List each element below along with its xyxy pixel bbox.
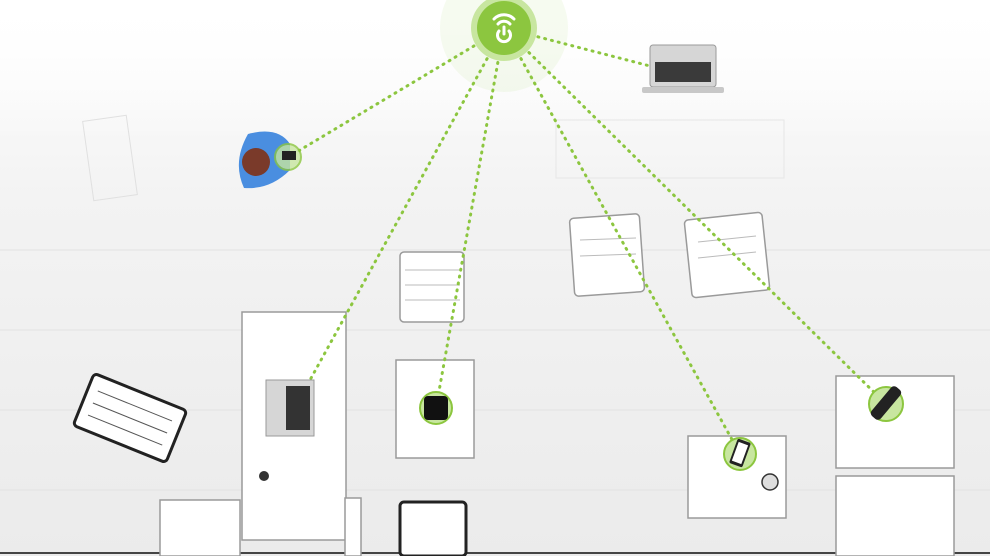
router-hub[interactable] — [440, 0, 568, 92]
chair-top-1 — [568, 213, 646, 297]
person-with-phone[interactable] — [238, 131, 302, 189]
mouse — [259, 471, 269, 481]
link-laptop-desk — [308, 26, 506, 382]
cabinet-left — [159, 499, 241, 556]
connection-lines — [288, 26, 888, 456]
chair-top-2 — [683, 211, 771, 299]
remote-icon — [870, 386, 902, 420]
shelf-right-bottom — [835, 475, 955, 556]
laptop-on-desk[interactable] — [265, 379, 315, 437]
chair-center — [399, 251, 465, 323]
remote-control[interactable] — [868, 385, 904, 422]
cabinet-mid — [344, 497, 362, 556]
laptop-icon — [286, 386, 310, 430]
link-laptop-top — [502, 26, 652, 68]
link-person — [288, 26, 506, 158]
link-tv-box — [434, 26, 506, 410]
laptop-icon — [655, 62, 711, 82]
speaker — [761, 473, 779, 491]
chair-tipped — [72, 373, 188, 463]
link-phone — [502, 26, 742, 456]
tv-box[interactable] — [419, 391, 453, 425]
link-remote — [502, 26, 888, 406]
chair-bottom — [398, 500, 468, 556]
tv-box-icon — [424, 396, 448, 420]
laptop-top-right[interactable] — [642, 44, 724, 93]
wifi-power-icon — [492, 13, 516, 44]
smartphone[interactable] — [723, 437, 757, 471]
